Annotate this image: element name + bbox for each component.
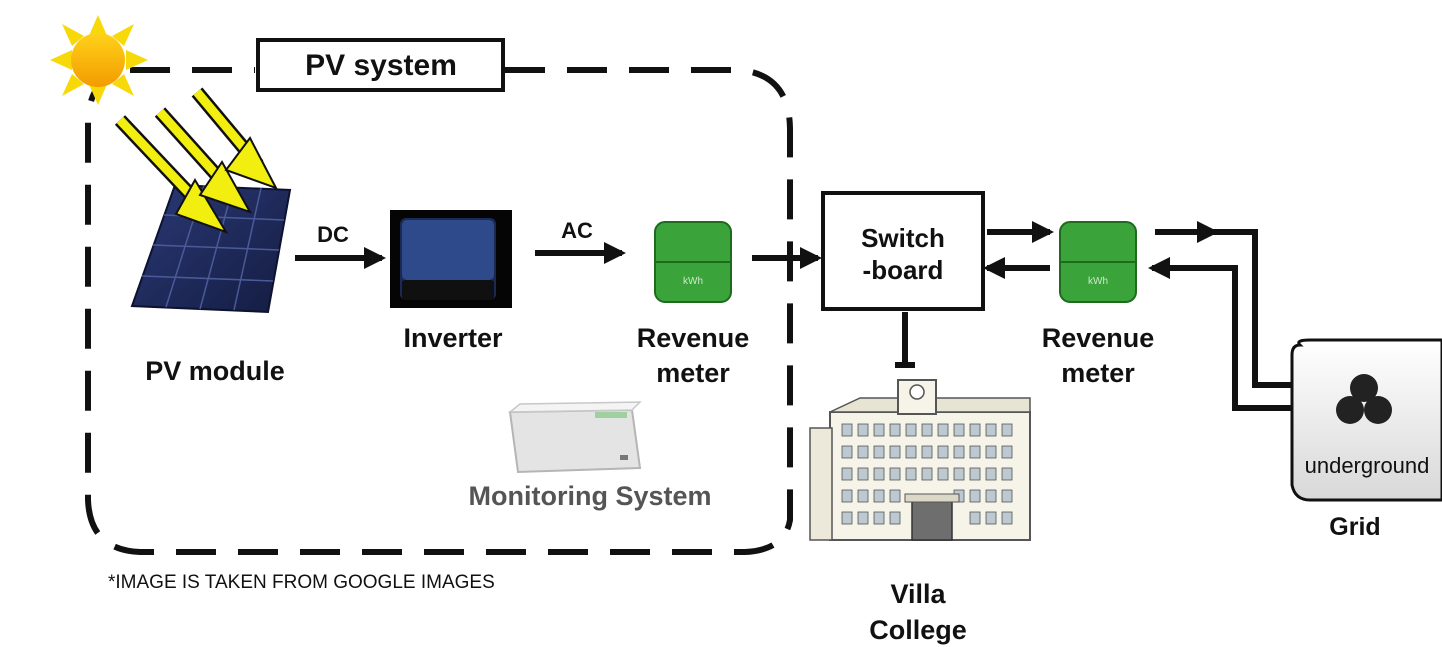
pv-system-boundary [85,67,793,555]
meter-icon: kWh [654,221,732,303]
sunlight-beams [114,87,279,234]
inverter-label: Inverter [403,323,503,353]
building-label-1: Villa [890,579,946,609]
dc-label: DC [317,222,349,247]
revenue-meter-2-label-2: meter [1061,358,1135,388]
monitoring-device-icon [507,401,642,474]
grid-label: Grid [1329,513,1380,541]
monitoring-system-label: Monitoring System [468,481,711,511]
grid-icon: underground [1290,338,1442,502]
ac-label: AC [561,218,593,243]
grid-to-meter-arrow [1148,257,1330,411]
meter-unit: kWh [1088,276,1108,287]
switchboard-label-1: Switch [861,223,945,253]
pv-system-title: PV system [305,49,457,82]
source-note: *IMAGE IS TAKEN FROM GOOGLE IMAGES [108,572,495,593]
sun-icon [50,15,148,105]
switchboard-label-2: -board [863,255,944,285]
meter-unit: kWh [683,276,703,287]
building-label-2: College [869,615,967,645]
revenue-meter-label-1: Revenue [637,323,750,353]
pv-system-title-box: PV system [256,38,505,92]
grid-box-label: underground [1305,453,1430,478]
pv-module-label: PV module [145,356,285,386]
revenue-meter-2-label-1: Revenue [1042,323,1155,353]
switchboard-to-building-line [895,312,915,368]
switchboard-box: Switch -board [821,191,985,311]
revenue-meter-label-2: meter [656,358,730,388]
building-icon [809,379,1031,541]
solar-panel-icon [130,183,292,314]
meter-icon: kWh [1059,221,1137,303]
inverter-icon [390,210,512,308]
